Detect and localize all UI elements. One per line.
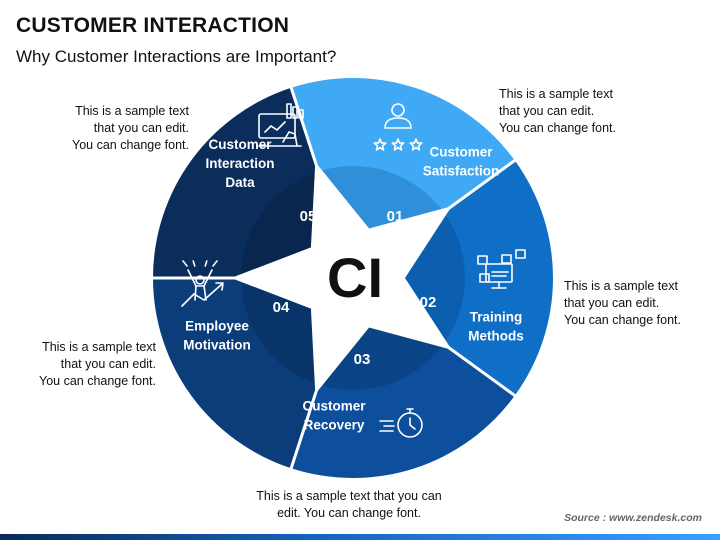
segment-label-01: Satisfaction [423,164,500,179]
description-02: This is a sample text that you can edit.… [564,279,681,327]
description-04: This is a sample text that you can edit.… [39,340,156,388]
segment-number-04: 04 [273,299,290,316]
footer-bar [0,534,720,540]
page-title: CUSTOMER INTERACTION [16,14,290,37]
segment-label-03: Customer [302,399,366,414]
source-credit: Source : www.zendesk.com [564,512,702,524]
segment-label-05: Data [225,175,255,190]
segment-label-05: Interaction [205,156,274,171]
stopwatch-icon [379,408,423,438]
segment-number-02: 02 [420,294,437,311]
segment-label-05: Customer [208,137,272,152]
segment-label-02: Training [470,310,523,325]
center-label: CI [327,246,383,309]
segment-label-02: Methods [468,329,524,344]
description-05: This is a sample text that you can edit.… [72,104,189,152]
segment-number-01: 01 [387,208,404,225]
segment-label-04: Motivation [183,338,251,353]
training-screen-icon [477,249,526,289]
segment-number-03: 03 [354,351,371,368]
description-01: This is a sample text that you can edit.… [499,87,616,135]
segment-label-03: Recovery [304,418,365,433]
segment-number-05: 05 [300,208,317,225]
segment-inner-02 [353,212,465,344]
data-tablet-icon [258,103,304,147]
page-subtitle: Why Customer Interactions are Important? [16,47,337,66]
segment-label-01: Customer [429,145,493,160]
center-star [231,162,452,394]
description-03: This is a sample text that you can edit.… [256,489,442,520]
motivated-person-icon [181,260,224,307]
customer-rating-icon [373,103,423,151]
segment-label-04: Employee [185,319,249,334]
